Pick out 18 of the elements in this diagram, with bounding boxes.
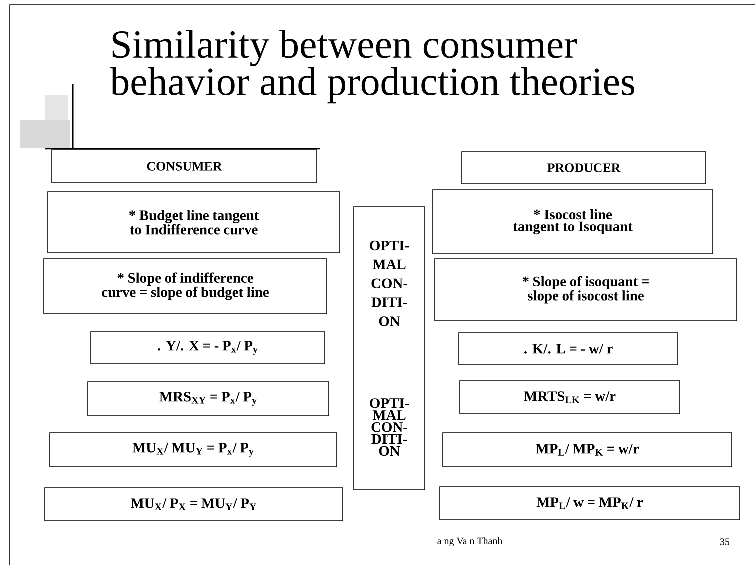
statement-box: MP$_{L}$/ w = MP$_{K}$/ r [440, 486, 740, 520]
statement-box: MRTS$_{LK}$ = w/r [460, 380, 680, 414]
condition-box: OPTI- MAL CON- DITI- ON OPTI- MAL CON- DITI- ON [354, 206, 426, 490]
statement-box: . K/. L = - w/ r [458, 332, 678, 366]
statement-box: MP$_{L}$/ MP$_{K}$ = w/r [442, 432, 732, 468]
statement-box: * Slope of indifference curve = slope of budget line [44, 258, 328, 314]
statement-box: * Isocost line tangent to Isoquant [432, 190, 714, 254]
statement-box: MRS$_{XY}$ = P$_{x}$/ P$_{y}$ [88, 382, 330, 416]
footer-author: a ng Va n Thanh [438, 537, 503, 547]
statement-box: * Budget line tangent to Indifference curve [48, 192, 340, 254]
statement-box: * Slope of isoquant = slope of isocost line [434, 258, 738, 322]
heading-box: PRODUCER [462, 152, 706, 184]
statement-box: MU$_{X}$/ P$_{X}$ = MU$_{Y}$/ P$_{Y}$ [44, 488, 344, 522]
statement-box: MU$_{X}$/ MU$_{Y}$ = P$_{x}$/ P$_{y}$ [50, 432, 338, 468]
statement-box: . Y/. X = - P$_{x}$/ P$_{y}$ [90, 332, 326, 364]
slide-title: Similarity between consumer behavior and production theories [110, 30, 635, 104]
page-number: 35 [720, 538, 730, 546]
heading-box: CONSUMER [52, 150, 318, 184]
